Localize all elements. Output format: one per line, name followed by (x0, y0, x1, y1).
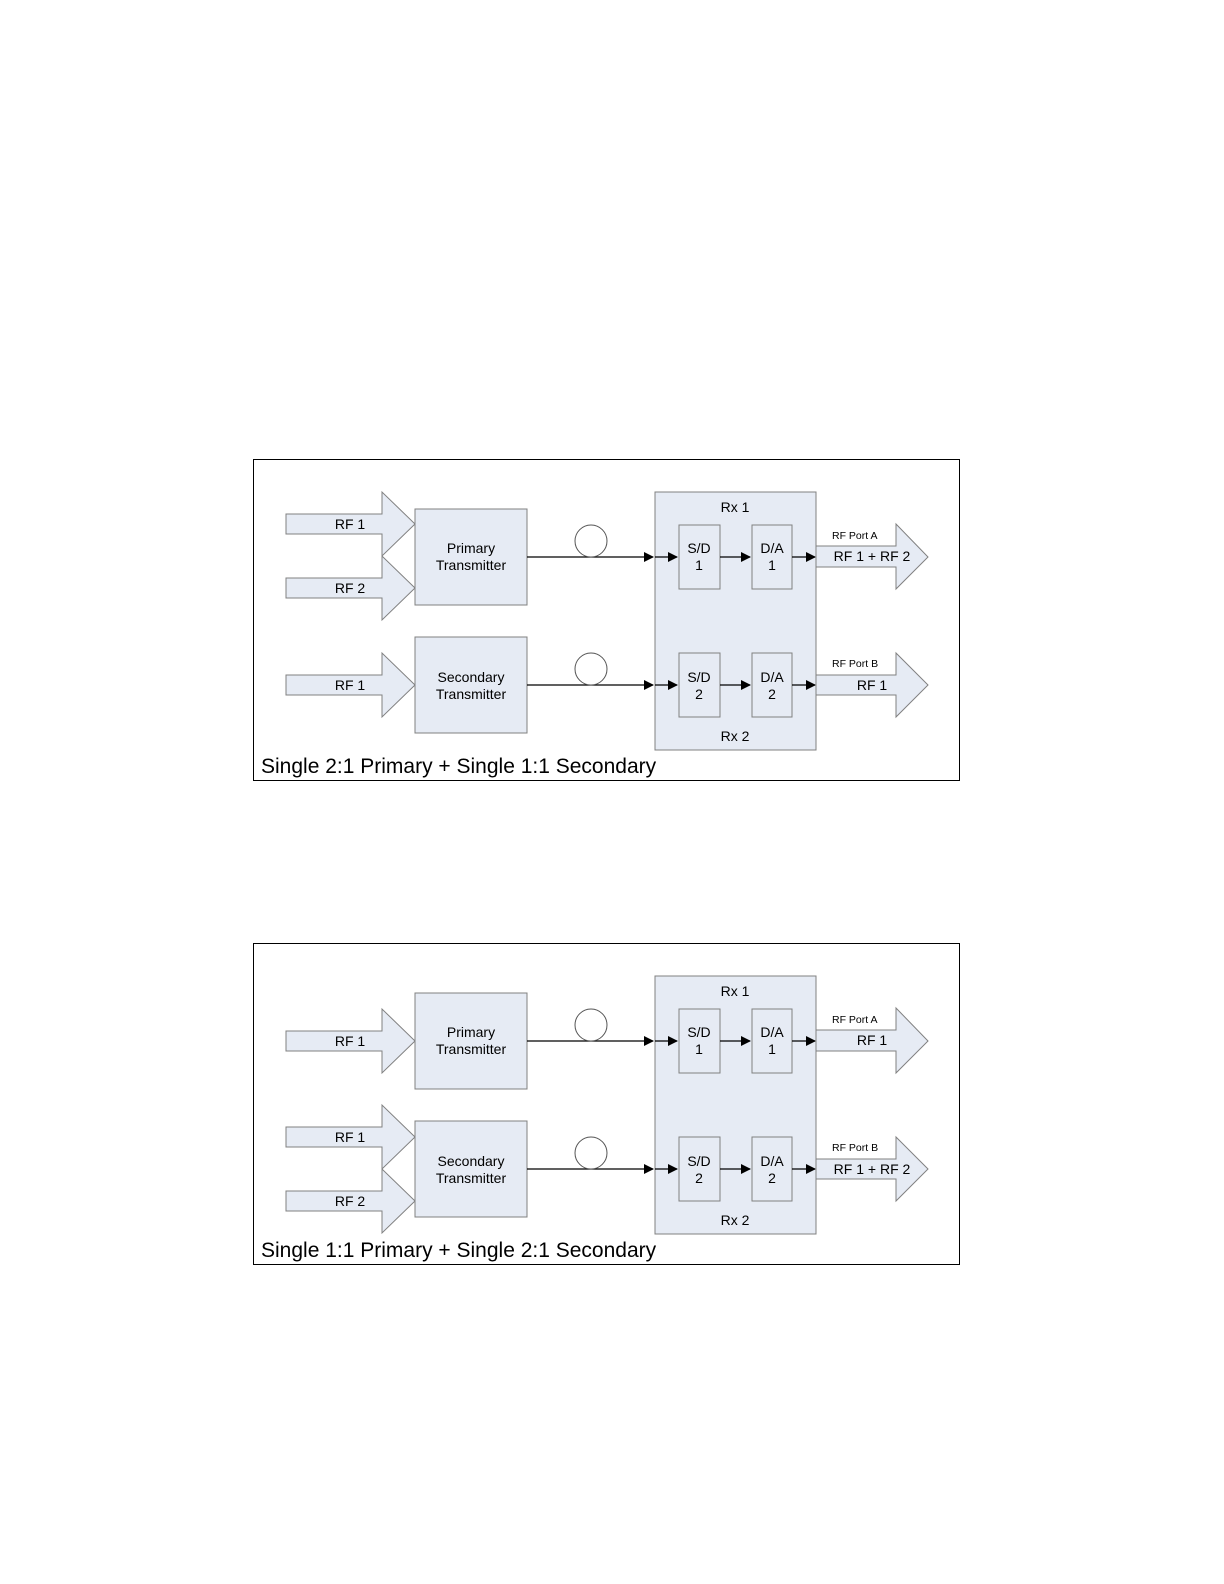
da-block-1 (751, 524, 793, 590)
port-b-label: RF Port B (832, 658, 878, 670)
sd-block-label: 1 (695, 1041, 703, 1057)
da-block-label: D/A (760, 1153, 784, 1169)
input-label: RF 1 (335, 677, 366, 693)
primary-transmitter (414, 508, 528, 606)
da-block-label: 1 (768, 557, 776, 573)
primary-transmitter-label: Transmitter (436, 557, 507, 573)
receiver-label-rx1: Rx 1 (721, 499, 750, 515)
da-block-label: D/A (760, 669, 784, 685)
da-block-label: 2 (768, 686, 776, 702)
da-block-label: 2 (768, 1170, 776, 1186)
input-arrow-rf1 (285, 1007, 416, 1075)
input-label: RF 1 (335, 1033, 366, 1049)
sd-block-1 (678, 524, 721, 590)
da-block-2 (751, 1136, 793, 1202)
fiber-coil-icon (574, 652, 608, 686)
port-a-label: RF Port A (832, 1014, 878, 1026)
output-arrow-port-b (815, 1135, 929, 1203)
secondary-transmitter (414, 1120, 528, 1218)
diagram-caption: Single 2:1 Primary + Single 1:1 Secondar… (261, 755, 657, 778)
port-b-label: RF Port B (832, 1142, 878, 1154)
diagram-2: RF 1 Primary Transmitter RF 1 RF 2 Secon… (253, 943, 960, 1265)
input-arrow-rf1 (285, 651, 416, 719)
input-arrow-rf1 (285, 490, 416, 558)
secondary-transmitter-label: Secondary (438, 1153, 505, 1169)
primary-transmitter-label: Primary (447, 540, 495, 556)
port-b-output: RF 1 + RF 2 (834, 1161, 911, 1177)
primary-transmitter-label: Primary (447, 1024, 495, 1040)
primary-transmitter (414, 992, 528, 1090)
sd-block-2 (678, 1136, 721, 1202)
diagram-1: RF 1 RF 2 Primary Transmitter RF 1 Secon… (253, 459, 960, 781)
output-arrow-port-a (815, 522, 929, 591)
sd-block-label: 2 (695, 686, 703, 702)
diagram-caption: Single 1:1 Primary + Single 2:1 Secondar… (261, 1239, 657, 1262)
output-arrow-port-b (815, 651, 929, 719)
input-arrow-rf2 (285, 1167, 416, 1235)
sd-block-label: S/D (687, 540, 710, 556)
sd-block-2 (678, 652, 721, 718)
port-a-label: RF Port A (832, 530, 878, 542)
port-a-output: RF 1 + RF 2 (834, 548, 911, 564)
input-arrow-rf2 (285, 554, 416, 622)
da-block-label: D/A (760, 1024, 784, 1040)
output-arrow-port-a (815, 1006, 929, 1075)
secondary-transmitter-label: Transmitter (436, 1170, 507, 1186)
input-arrow-rf1 (285, 1103, 416, 1171)
input-label: RF 1 (335, 516, 366, 532)
sd-block-label: 1 (695, 557, 703, 573)
primary-transmitter-label: Transmitter (436, 1041, 507, 1057)
port-b-output: RF 1 (857, 677, 888, 693)
diagram-1-canvas: RF 1 RF 2 Primary Transmitter RF 1 Secon… (261, 490, 929, 778)
da-block-label: 1 (768, 1041, 776, 1057)
sd-block-1 (678, 1008, 721, 1074)
port-a-output: RF 1 (857, 1032, 888, 1048)
da-block-1 (751, 1008, 793, 1074)
fiber-coil-icon (574, 524, 608, 558)
input-label: RF 2 (335, 580, 366, 596)
receiver-label-rx2: Rx 2 (721, 1212, 750, 1228)
receiver-label-rx1: Rx 1 (721, 983, 750, 999)
secondary-transmitter-label: Secondary (438, 669, 505, 685)
sd-block-label: S/D (687, 669, 710, 685)
input-label: RF 1 (335, 1129, 366, 1145)
diagram-2-canvas: RF 1 Primary Transmitter RF 1 RF 2 Secon… (261, 975, 929, 1262)
sd-block-label: S/D (687, 1024, 710, 1040)
sd-block-label: 2 (695, 1170, 703, 1186)
sd-block-label: S/D (687, 1153, 710, 1169)
secondary-transmitter-label: Transmitter (436, 686, 507, 702)
fiber-coil-icon (574, 1136, 608, 1170)
receiver-label-rx2: Rx 2 (721, 728, 750, 744)
da-block-2 (751, 652, 793, 718)
fiber-coil-icon (574, 1008, 608, 1042)
da-block-label: D/A (760, 540, 784, 556)
secondary-transmitter (414, 636, 528, 734)
input-label: RF 2 (335, 1193, 366, 1209)
